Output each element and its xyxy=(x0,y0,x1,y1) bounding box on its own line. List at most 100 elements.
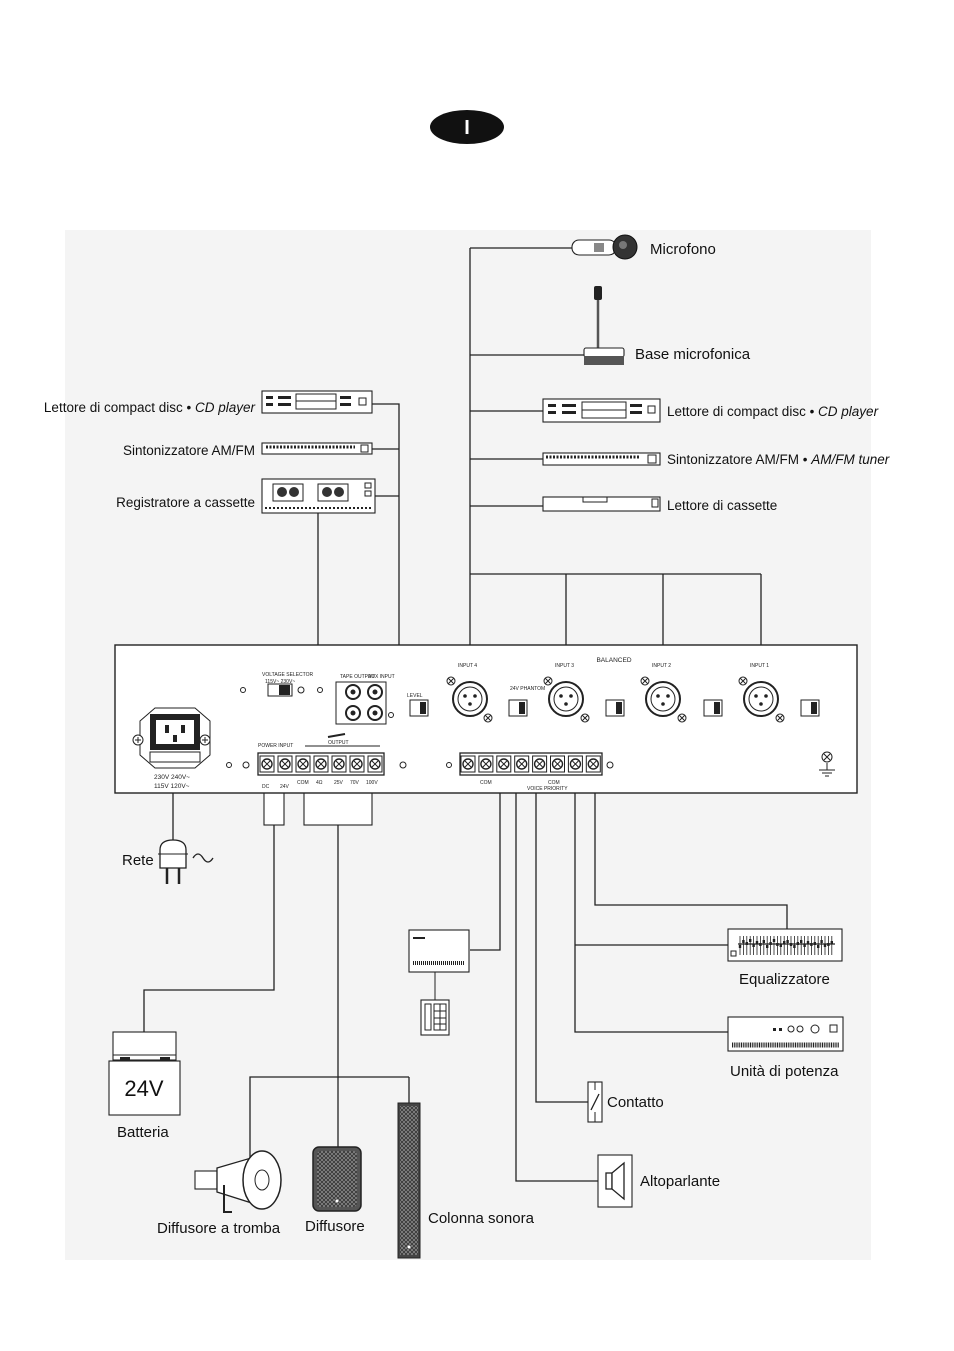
eq-slider-knob xyxy=(752,944,755,947)
label-contatto: Contatto xyxy=(607,1094,664,1111)
svg-text:25V: 25V xyxy=(334,780,344,786)
svg-text:70V: 70V xyxy=(350,780,360,786)
battery-icon xyxy=(108,1031,181,1116)
eq-slider-knob xyxy=(776,943,779,946)
eq-slider-knob xyxy=(793,945,796,948)
label-rete: Rete xyxy=(122,852,154,869)
eq-slider-knob xyxy=(772,939,776,942)
eq-slider-knob xyxy=(830,941,833,944)
aux-input-label: AUX INPUT xyxy=(368,674,395,680)
svg-text:INPUT 3: INPUT 3 xyxy=(555,663,574,669)
language-badge-letter: I xyxy=(464,117,470,139)
cassette-player-right-icon xyxy=(542,496,661,512)
eq-slider-knob xyxy=(806,941,810,944)
eq-slider-knob xyxy=(766,945,769,948)
terminal-screw-slot xyxy=(518,760,526,768)
eq-slider-knob xyxy=(827,943,830,946)
mains-socket-icon xyxy=(132,707,211,769)
loudspeaker-icon xyxy=(597,1154,633,1208)
terminal-screw-slot xyxy=(353,760,361,768)
terminal-screw-slot xyxy=(572,760,579,768)
eq-slider-knob xyxy=(779,944,782,947)
voltage-values-label: 115V~ 230V~ xyxy=(265,679,295,685)
mains-rating-1: 230V 240V~ xyxy=(154,774,190,781)
svg-text:COM: COM xyxy=(480,780,492,786)
power-unit-icon xyxy=(727,1016,844,1052)
svg-text:VOICE PRIORITY: VOICE PRIORITY xyxy=(527,786,568,792)
svg-text:24V PHANTOM: 24V PHANTOM xyxy=(510,686,545,692)
amplifier-rear-panel: 230V 240V~ 115V 120V~ VOLTAGE SELECTOR 1… xyxy=(114,644,858,794)
power-input-label: POWER INPUT xyxy=(258,743,293,749)
tape-output-label: TAPE OUTPUT xyxy=(340,674,375,680)
paging-console-icon xyxy=(408,929,470,1036)
contact-switch-icon xyxy=(587,1081,603,1123)
terminal-screw-slot xyxy=(263,760,271,768)
eq-slider-knob xyxy=(800,940,803,943)
mains-plug-icon xyxy=(158,839,214,884)
eq-slider-knob xyxy=(810,943,813,946)
battery-voltage: 24V xyxy=(124,1076,163,1101)
column-speaker-icon xyxy=(397,1102,421,1259)
tuner-left-icon xyxy=(261,442,373,455)
svg-text:INPUT 4: INPUT 4 xyxy=(458,663,477,669)
eq-slider-knob xyxy=(742,940,745,943)
eq-slider-knob xyxy=(762,940,765,943)
terminal-screw-slot xyxy=(482,760,490,768)
output-label: OUTPUT xyxy=(328,740,349,746)
cd-player-right-icon xyxy=(542,398,661,423)
eq-slider-knob xyxy=(786,940,789,943)
eq-slider-knob xyxy=(813,942,816,945)
terminal-screw-slot xyxy=(371,760,379,768)
label-tuner-right: Sintonizzatore AM/FM • AM/FM tuner xyxy=(667,452,890,467)
terminal-screw-slot xyxy=(299,760,307,768)
control-terminal-strip xyxy=(459,752,603,776)
svg-text:INPUT 1: INPUT 1 xyxy=(750,663,769,669)
xlr-input-2: INPUT 2 xyxy=(605,663,723,723)
svg-text:COM: COM xyxy=(548,780,560,786)
tuner-right-icon xyxy=(542,452,661,466)
label-cassette-right: Lettore di cassette xyxy=(667,498,777,513)
svg-text:24V: 24V xyxy=(280,784,290,790)
eq-slider-knob xyxy=(796,942,799,945)
eq-slider-knob xyxy=(803,944,806,947)
label-cd-left: Lettore di compact disc • CD player xyxy=(44,400,256,415)
terminal-screw-slot xyxy=(464,760,472,768)
balanced-label: BALANCED xyxy=(596,657,631,664)
label-base-microfonica: Base microfonica xyxy=(635,346,751,363)
svg-text:DC: DC xyxy=(262,784,270,790)
label-batteria: Batteria xyxy=(117,1124,169,1141)
rca-jacks-icon xyxy=(335,681,387,725)
eq-slider-knob xyxy=(817,945,820,948)
cd-player-left-icon xyxy=(261,390,373,414)
svg-text:100V: 100V xyxy=(366,780,378,786)
eq-slider-knob xyxy=(823,944,827,947)
voltage-selector-label: VOLTAGE SELECTOR xyxy=(262,672,314,678)
eq-slider-knob xyxy=(789,943,793,946)
terminal-screw-slot xyxy=(281,760,289,768)
handheld-microphone-icon xyxy=(571,234,638,260)
eq-slider-knob xyxy=(755,941,759,944)
ground-icon xyxy=(819,751,835,777)
label-equalizzatore: Equalizzatore xyxy=(739,971,830,988)
eq-slider-knob xyxy=(820,940,823,943)
eq-slider-knob xyxy=(769,942,772,945)
horn-speaker-icon xyxy=(194,1150,282,1213)
cassette-recorder-icon xyxy=(261,478,376,514)
eq-slider-knob xyxy=(738,945,742,948)
terminal-screw-slot xyxy=(335,760,343,768)
eq-slider-knob xyxy=(783,941,786,944)
terminal-screw-slot xyxy=(536,760,543,768)
eq-slider-knob xyxy=(745,942,748,945)
label-unita-potenza: Unità di potenza xyxy=(730,1063,839,1080)
label-diffusore-tromba: Diffusore a tromba xyxy=(157,1220,281,1237)
desk-microphone-icon xyxy=(583,286,625,365)
equalizer-icon xyxy=(727,928,843,962)
language-badge: I xyxy=(430,110,504,144)
terminal-screw-slot xyxy=(554,760,561,768)
svg-text:INPUT 2: INPUT 2 xyxy=(652,663,671,669)
label-cd-right: Lettore di compact disc • CD player xyxy=(667,404,879,419)
output-terminal-strip xyxy=(257,752,385,776)
svg-text:LEVEL: LEVEL xyxy=(407,693,423,699)
terminal-screw-slot xyxy=(500,760,508,768)
